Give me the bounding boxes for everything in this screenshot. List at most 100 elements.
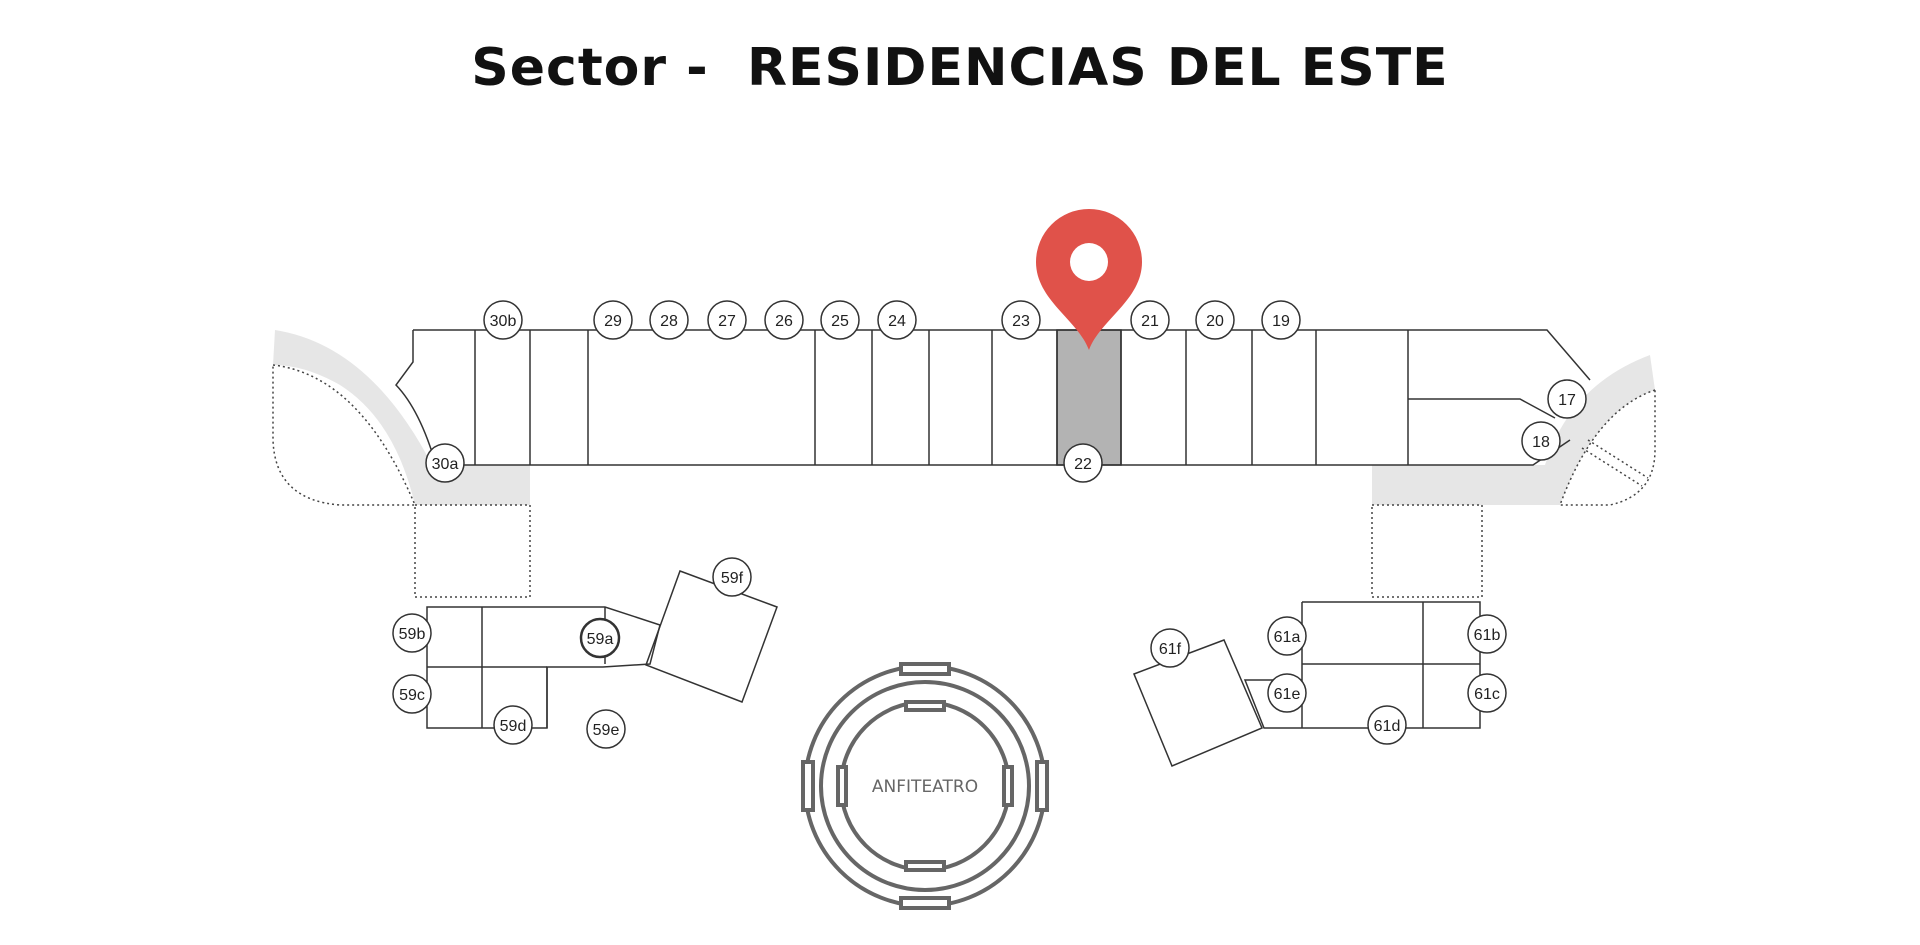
lot-badge-20[interactable]: 20 (1195, 300, 1235, 340)
lot-59f-shape (645, 570, 778, 703)
lot-badge-59b[interactable]: 59b (392, 613, 432, 653)
lot-badge-21[interactable]: 21 (1130, 300, 1170, 340)
lot-badge-circle (586, 709, 626, 749)
lot-badge-label: 18 (1532, 434, 1550, 451)
lot-badge-label: 26 (775, 313, 793, 330)
lot-badge-59e[interactable]: 59e (586, 709, 626, 749)
lot-badge-circle (764, 300, 804, 340)
lot-badge-circle (1547, 379, 1587, 419)
page-title: Sector - RESIDENCIAS DEL ESTE (471, 38, 1449, 98)
lot-badge-label: 59f (721, 570, 744, 587)
pin-hole (1070, 243, 1108, 281)
lot-badge-61b[interactable]: 61b (1467, 614, 1507, 654)
lot-badge-circle (649, 300, 689, 340)
lot-badge-59d[interactable]: 59d (493, 705, 533, 745)
amphitheater-gate-right (1035, 760, 1049, 812)
lot-badge-label: 22 (1074, 456, 1092, 473)
lot-badge-circle (1063, 443, 1103, 483)
lot-badge-circle (1267, 673, 1307, 713)
lot-badge-label: 59c (399, 687, 425, 704)
annex-east-outline (1371, 504, 1483, 598)
lot-badge-label: 21 (1141, 313, 1159, 330)
amphitheater-middle-ring (819, 680, 1031, 892)
amphitheater-gate-right-inner (1002, 765, 1014, 807)
lot-badge-circle (877, 300, 917, 340)
amphitheater-label: ANFITEATRO (872, 777, 978, 797)
lot-badge-18[interactable]: 18 (1521, 421, 1561, 461)
lot-badge-label: 30b (490, 313, 517, 330)
lot-badge-label: 25 (831, 313, 849, 330)
lot-badge-29[interactable]: 29 (593, 300, 633, 340)
lot-badge-label: 59a (587, 631, 614, 648)
cluster-61-dividers (1301, 602, 1480, 728)
walkways (273, 330, 1655, 505)
building-outline (395, 329, 1591, 466)
lot-badge-circle (579, 617, 621, 659)
lot-badge-circle (1261, 300, 1301, 340)
cluster-59 (426, 570, 778, 729)
lot-badge-label: 61b (1474, 627, 1501, 644)
lot-badge-circle (493, 705, 533, 745)
lot-badge-circle (707, 300, 747, 340)
lot-badge-label: 29 (604, 313, 622, 330)
lot-badge-label: 61c (1474, 686, 1500, 703)
amphitheater-gate-top (899, 662, 951, 676)
cluster-59-outline (426, 606, 661, 729)
amphitheater-gate-bottom-inner (904, 860, 946, 872)
lot-badge-label: 24 (888, 313, 906, 330)
dotted-outlines (272, 364, 1656, 598)
lot-badge-circle (1130, 300, 1170, 340)
lot-badge-59c[interactable]: 59c (392, 674, 432, 714)
lot-badge-59f[interactable]: 59f (712, 557, 752, 597)
lot-badge-22[interactable]: 22 (1063, 443, 1103, 483)
lot-badge-label: 19 (1272, 313, 1290, 330)
lot-badge-label: 27 (718, 313, 736, 330)
plaza-west-outline (272, 364, 417, 506)
lot-badge-61a[interactable]: 61a (1267, 616, 1307, 656)
amphitheater-gate-bottom (899, 896, 951, 910)
lot-badge-circle (483, 300, 523, 340)
lot-badge-circle (1001, 300, 1041, 340)
lot-badge-30b[interactable]: 30b (483, 300, 523, 340)
lot-badge-19[interactable]: 19 (1261, 300, 1301, 340)
lot-badge-circle (1267, 616, 1307, 656)
lot-badge-25[interactable]: 25 (820, 300, 860, 340)
lot-badge-label: 17 (1558, 392, 1576, 409)
lot-badge-circle (1195, 300, 1235, 340)
main-building (395, 329, 1591, 466)
cluster-61 (1133, 601, 1481, 767)
lot-badge-label: 30a (432, 456, 459, 473)
lot-badge-59a[interactable]: 59a (579, 617, 621, 659)
lot-badge-circle (392, 674, 432, 714)
lot-badge-23[interactable]: 23 (1001, 300, 1041, 340)
lot-badge-circle (1467, 673, 1507, 713)
lot-badge-28[interactable]: 28 (649, 300, 689, 340)
lot-badge-61f[interactable]: 61f (1150, 628, 1190, 668)
lot-badge-label: 61a (1274, 629, 1301, 646)
lot-badge-30a[interactable]: 30a (425, 443, 465, 483)
lot-badge-17[interactable]: 17 (1547, 379, 1587, 419)
lot-badge-61d[interactable]: 61d (1367, 705, 1407, 745)
lot-badge-circle (593, 300, 633, 340)
annex-west-outline (414, 504, 531, 598)
lot-badge-24[interactable]: 24 (877, 300, 917, 340)
lot-badge-61c[interactable]: 61c (1467, 673, 1507, 713)
lot-badge-label: 61f (1159, 641, 1182, 658)
lot-badge-circle (820, 300, 860, 340)
lot-badge-circle (425, 443, 465, 483)
cluster-59-dividers (427, 607, 606, 728)
amphitheater-gate-left (801, 760, 815, 812)
lot-badge-label: 59e (593, 722, 620, 739)
lot-badge-label: 61e (1274, 686, 1301, 703)
lot-badge-circle (712, 557, 752, 597)
lot-badge-label: 59d (500, 718, 527, 735)
lot-badge-circle (392, 613, 432, 653)
lot-badge-circle (1150, 628, 1190, 668)
lot-badge-label: 20 (1206, 313, 1224, 330)
walkway-east (1372, 355, 1655, 505)
lot-badge-61e[interactable]: 61e (1267, 673, 1307, 713)
lot-badge-27[interactable]: 27 (707, 300, 747, 340)
walkway-west (273, 330, 530, 505)
lot-badge-26[interactable]: 26 (764, 300, 804, 340)
